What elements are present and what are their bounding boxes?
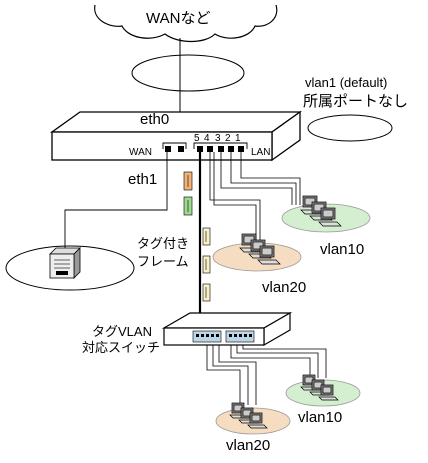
- tagged-frame-label-line1: タグ付き: [137, 236, 190, 251]
- vlan10-top-label: vlan10: [320, 241, 365, 258]
- vlan1-network-oval: [307, 114, 393, 142]
- eth1-label: eth1: [128, 171, 158, 188]
- vlan10-bottom-label: vlan10: [298, 409, 343, 426]
- router-icon: [49, 110, 303, 162]
- vlan20-top-label: vlan20: [262, 279, 307, 296]
- tagged-frame-label-line2: フレーム: [137, 254, 189, 269]
- switch-label-line2: 対応スイッチ: [82, 340, 161, 355]
- port-label-4: 4: [204, 133, 210, 144]
- port-label-3: 3: [215, 133, 221, 144]
- switch-icon: [161, 311, 293, 347]
- port-label-2: 2: [225, 133, 231, 144]
- tagged-frame-icon: [202, 227, 211, 302]
- vlan1-label-line2: 所属ポートなし: [303, 93, 409, 110]
- eth0-label: eth0: [140, 111, 170, 128]
- router-lan-links: [209, 152, 301, 240]
- eth1-link: [64, 152, 168, 248]
- router-lan-label: LAN: [251, 147, 271, 158]
- vlan1-label-line1: vlan1 (default): [305, 75, 388, 90]
- switch-links: [206, 345, 327, 405]
- wan-network-oval: [131, 54, 245, 92]
- wan-cloud-icon: [94, 4, 278, 43]
- switch-label-line1: タグVLAN: [92, 324, 152, 339]
- vlan20-bottom-label: vlan20: [226, 437, 271, 454]
- wan-cloud-label: WANなど: [146, 10, 211, 27]
- port-label-5: 5: [194, 133, 200, 144]
- server-icon: [49, 247, 81, 279]
- pc-group-icon: [229, 195, 342, 429]
- port-label-1: 1: [235, 133, 241, 144]
- router-wan-label: WAN: [129, 147, 152, 158]
- tagged-frame-icon: [183, 171, 193, 216]
